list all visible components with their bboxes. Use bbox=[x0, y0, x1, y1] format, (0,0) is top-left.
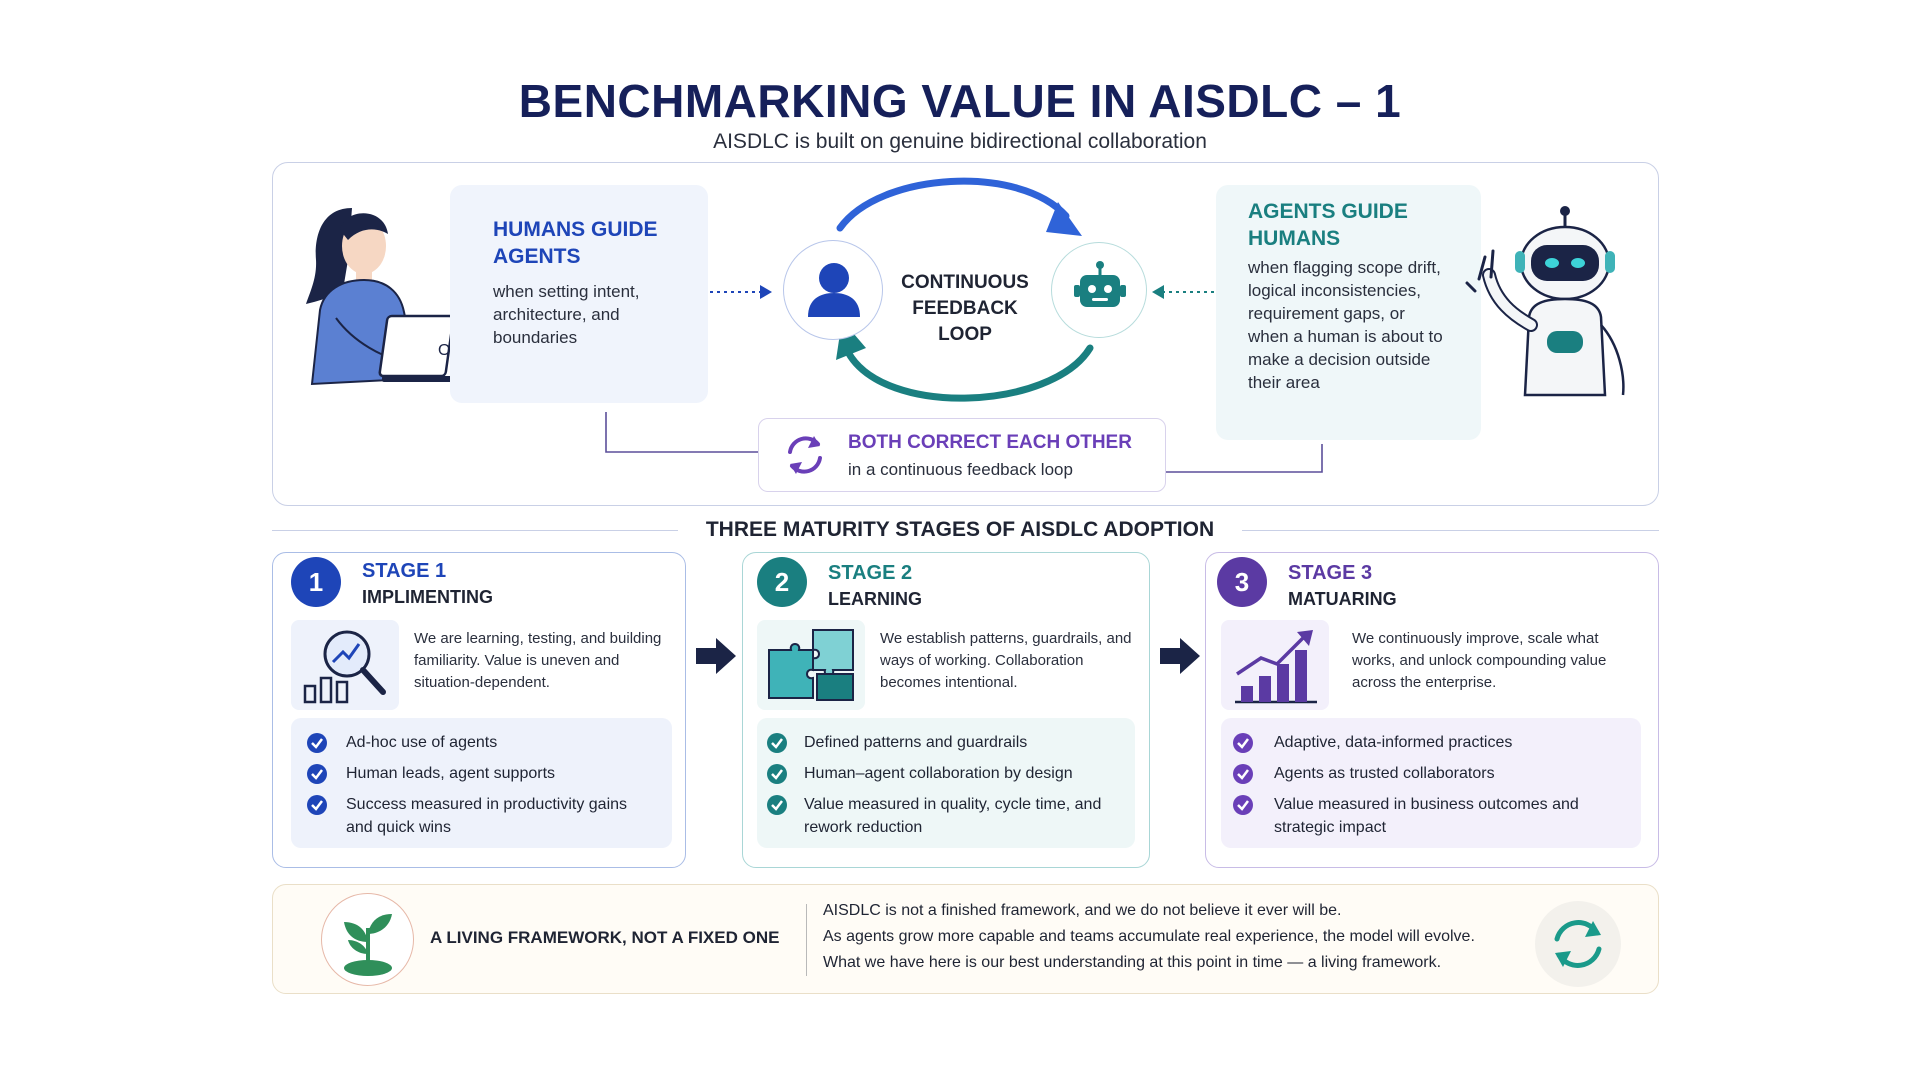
check-icon bbox=[307, 733, 327, 753]
agents-guide-card bbox=[1216, 185, 1481, 440]
human-node bbox=[783, 240, 883, 340]
page-subtitle: AISDLC is built on genuine bidirectional… bbox=[713, 130, 1207, 153]
check-icon bbox=[307, 764, 327, 784]
page-title: BENCHMARKING VALUE IN AISDLC – 1 bbox=[518, 75, 1402, 127]
check-icon bbox=[1233, 733, 1253, 753]
stage-1-number: 1 bbox=[291, 557, 341, 607]
agents-guide-text: when flagging scope drift, logical incon… bbox=[1248, 258, 1443, 392]
both-correct-title: BOTH CORRECT EACH OTHER bbox=[848, 432, 1132, 453]
stage-3-icon-box bbox=[1221, 620, 1329, 710]
stage-2-item-1: Defined patterns and guardrails bbox=[804, 734, 1028, 751]
loop-label: CONTINUOUS FEEDBACK LOOP bbox=[901, 272, 1029, 345]
stage-3-item-3: Value measured in business outcomes and … bbox=[1274, 796, 1579, 836]
footer-line-3: What we have here is our best understand… bbox=[823, 954, 1442, 971]
arrow-left-dotted bbox=[1152, 285, 1214, 299]
divider-right bbox=[1242, 530, 1659, 531]
check-icon bbox=[767, 764, 787, 784]
robot-illustration bbox=[1465, 206, 1625, 397]
growth-chart-icon bbox=[1235, 630, 1317, 704]
both-correct-text: in a continuous feedback loop bbox=[848, 460, 1073, 479]
footer-divider bbox=[806, 904, 807, 976]
stage-2-item-3: Value measured in quality, cycle time, a… bbox=[804, 796, 1102, 836]
stages-heading: THREE MATURITY STAGES OF AISDLC ADOPTION bbox=[705, 518, 1215, 541]
stage-1-title: STAGE 1 bbox=[362, 560, 447, 582]
robot-icon bbox=[1074, 261, 1126, 307]
stage-1-subtitle: IMPLIMENTING bbox=[362, 587, 493, 607]
agents-guide-title: AGENTS GUIDE HUMANS bbox=[1248, 200, 1408, 250]
stage-3-item-2: Agents as trusted collaborators bbox=[1274, 765, 1495, 782]
divider-left bbox=[272, 530, 678, 531]
laptop-glyph: O bbox=[438, 342, 450, 359]
connector-lines bbox=[605, 412, 1323, 473]
stage-1-item-2: Human leads, agent supports bbox=[346, 765, 556, 782]
humans-guide-card bbox=[450, 185, 708, 403]
stage-2-icon-box bbox=[757, 620, 865, 710]
stage-2-list bbox=[757, 718, 1135, 848]
person-icon bbox=[808, 263, 860, 317]
stage-arrow-1 bbox=[696, 638, 736, 674]
stage-arrow-2 bbox=[1160, 638, 1200, 674]
check-icon bbox=[1233, 795, 1253, 815]
stage-3-description: We continuously improve, scale what work… bbox=[1352, 630, 1607, 691]
stage-3-title: STAGE 3 bbox=[1288, 562, 1373, 584]
stage-2-number: 2 bbox=[757, 557, 807, 607]
stage-1-description: We are learning, testing, and building f… bbox=[414, 630, 662, 691]
sprout-icon bbox=[344, 914, 392, 976]
check-icon bbox=[1233, 764, 1253, 784]
humans-guide-text: when setting intent, architecture, and b… bbox=[493, 282, 640, 347]
stage-2-subtitle: LEARNING bbox=[828, 589, 922, 609]
stage-2-title: STAGE 2 bbox=[828, 562, 913, 584]
stage-1-icon-box bbox=[291, 620, 399, 710]
refresh-badge bbox=[1535, 901, 1621, 987]
check-icon bbox=[767, 733, 787, 753]
stage-3-item-1: Adaptive, data-informed practices bbox=[1274, 734, 1513, 751]
stage-1-list bbox=[291, 718, 672, 848]
footer-text: AISDLC is not a finished framework, and … bbox=[823, 898, 1475, 976]
agent-node bbox=[1051, 242, 1147, 338]
refresh-icon bbox=[1554, 920, 1602, 968]
both-correct-box bbox=[758, 418, 1166, 492]
woman-laptop-illustration: O bbox=[306, 208, 482, 386]
footer-line-1: AISDLC is not a finished framework, and … bbox=[823, 902, 1342, 919]
check-icon bbox=[307, 795, 327, 815]
footer-line-2: As agents grow more capable and teams ac… bbox=[823, 928, 1475, 945]
magnifier-chart-icon bbox=[303, 630, 386, 704]
sync-icon bbox=[788, 436, 822, 474]
stage-2-description: We establish patterns, guardrails, and w… bbox=[880, 630, 1132, 691]
stage-3-list bbox=[1221, 718, 1641, 848]
footer-panel bbox=[272, 884, 1659, 994]
stage-1-item-3: Success measured in productivity gains a… bbox=[346, 796, 628, 836]
stage-3-subtitle: MATUARING bbox=[1288, 589, 1397, 609]
stage-3-number: 3 bbox=[1217, 557, 1267, 607]
check-icon bbox=[767, 795, 787, 815]
footer-heading: A LIVING FRAMEWORK, NOT A FIXED ONE bbox=[430, 928, 780, 947]
stage-1-item-1: Ad-hoc use of agents bbox=[346, 734, 498, 751]
humans-guide-title: HUMANS GUIDE AGENTS bbox=[493, 218, 658, 268]
sprout-badge bbox=[321, 893, 414, 986]
arrow-right-dotted bbox=[710, 285, 772, 299]
puzzle-icon bbox=[768, 629, 854, 701]
stage-2-item-2: Human–agent collaboration by design bbox=[804, 765, 1073, 782]
